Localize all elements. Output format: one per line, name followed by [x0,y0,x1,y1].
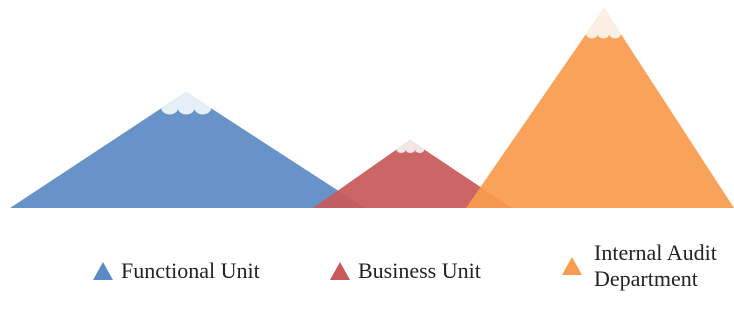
legend-label-business-unit: Business Unit [358,258,481,283]
legend-triangle-business-icon [330,262,350,280]
mountain-functional [10,92,365,208]
legend-item-functional-unit: Functional Unit [93,258,260,284]
legend-triangle-functional-icon [93,262,113,280]
legend-triangle-internal-audit-icon [562,257,582,275]
mountain-business [313,140,512,208]
snow-cap-business [396,140,425,154]
snow-cap-functional [161,92,212,115]
legend-label-internal-audit-department: Internal Audit Department [594,240,717,291]
legend-label-functional-unit: Functional Unit [121,258,260,283]
legend-item-internal-audit-department: Internal Audit Department [562,240,734,292]
mountain-internal [466,8,734,208]
legend-item-business-unit: Business Unit [330,258,481,284]
snow-cap-internal [586,8,621,39]
